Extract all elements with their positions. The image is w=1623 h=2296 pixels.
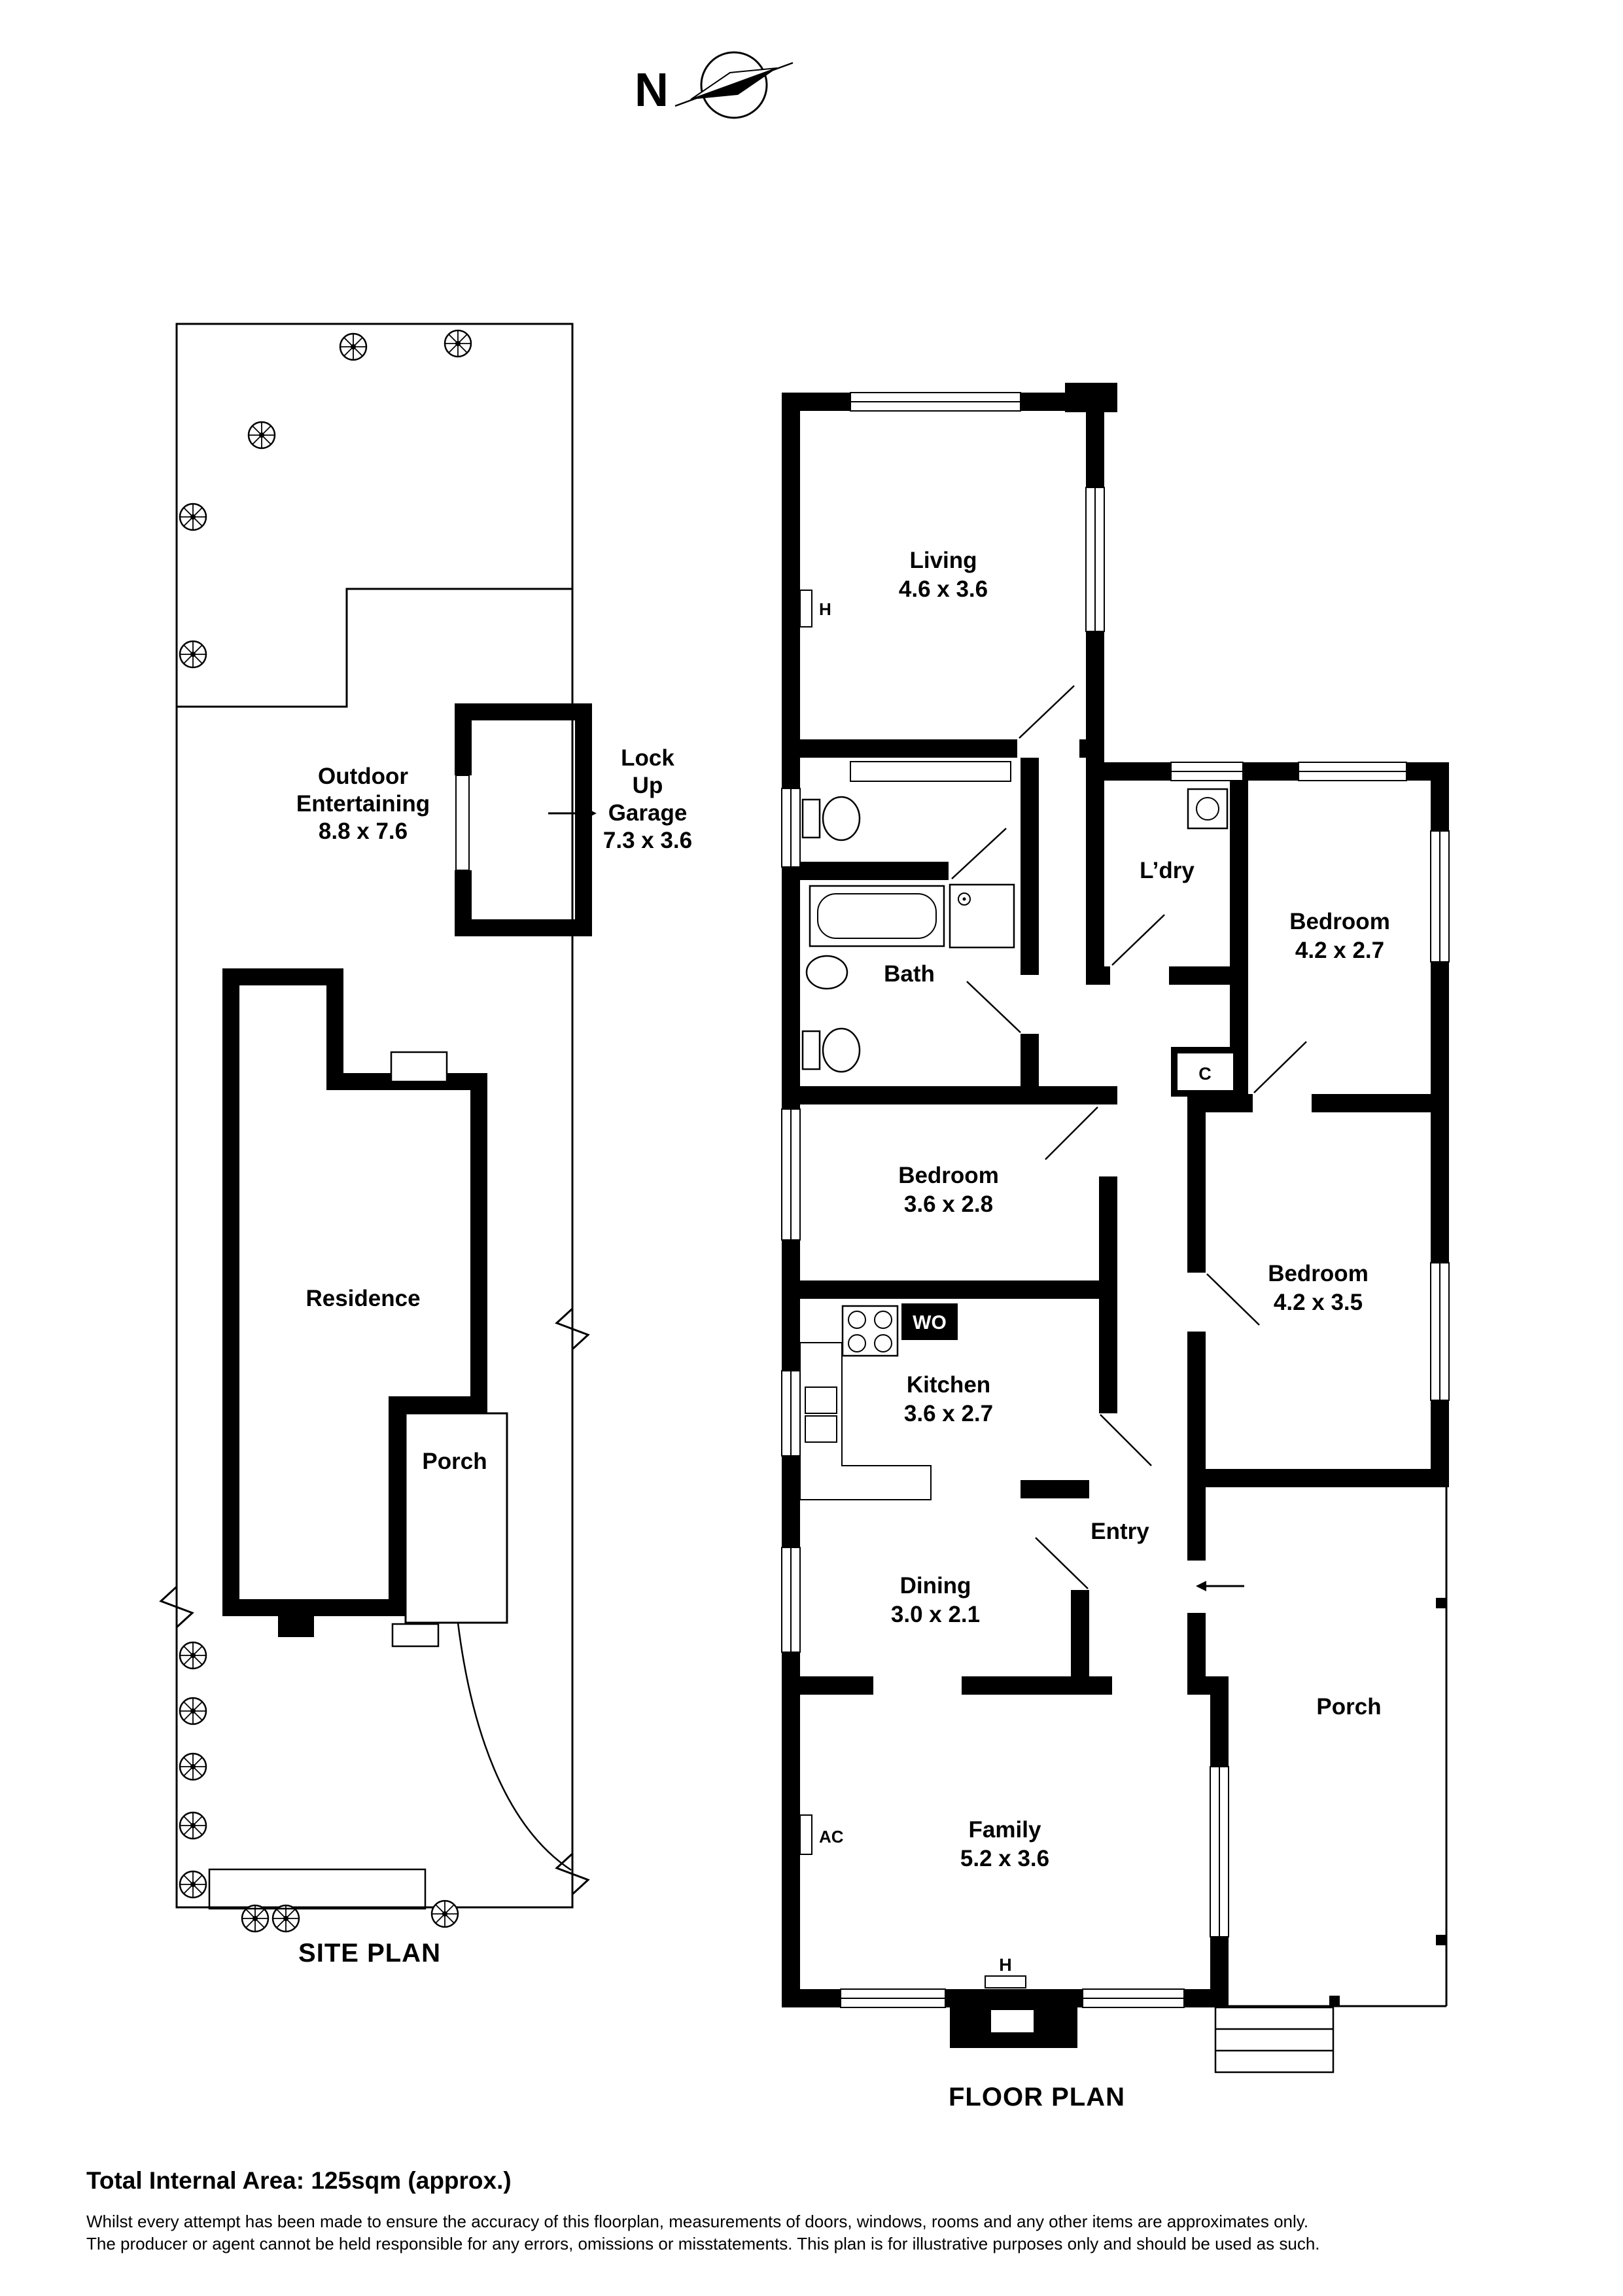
garage-walls [455, 703, 592, 936]
tree-icon [339, 332, 368, 361]
kitchen-label: Kitchen [907, 1372, 990, 1398]
floor-plan-caption: FLOOR PLAN [949, 2083, 1125, 2111]
bathtub-icon [809, 885, 945, 947]
residence-steps [391, 1623, 440, 1648]
front-path [208, 1868, 427, 1910]
wall-oven-label: WO [913, 1312, 947, 1333]
tree-icon [179, 1697, 207, 1725]
north-label: N [635, 64, 669, 116]
compass-rose-icon [674, 51, 794, 119]
family-label: Family [969, 1817, 1041, 1843]
residence [222, 968, 508, 1648]
disclaimer-line1: Whilst every attempt has been made to en… [86, 2212, 1308, 2231]
porch-posts [1329, 1598, 1446, 2006]
boundary-break-marks [159, 1307, 590, 1896]
total-area-text: Total Internal Area: 125sqm (approx.) [86, 2167, 512, 2194]
tree-icon [444, 329, 472, 358]
site-plan-caption: SITE PLAN [298, 1939, 441, 1968]
walls [782, 383, 1449, 2048]
tree-icon [179, 1811, 207, 1840]
tree-icon [247, 421, 276, 450]
residence-bay-window [390, 1051, 448, 1083]
driveway-curve [457, 1622, 572, 1871]
site-porch-label: Porch [422, 1449, 487, 1474]
tree-icon [179, 1641, 207, 1670]
bedroom1-label: Bedroom [1289, 909, 1390, 934]
heater-panel-family: H [985, 1955, 1026, 1988]
tree-icon [179, 640, 207, 669]
ac-panel: AC [799, 1814, 844, 1855]
site-plan: Outdoor Entertaining 8.8 x 7.6 Lock Up G… [159, 323, 692, 1968]
entry-label: Entry [1091, 1519, 1149, 1544]
kitchen-dims: 3.6 x 2.7 [904, 1401, 993, 1426]
compass: N [635, 51, 794, 119]
fireplace-notch [991, 2010, 1034, 2032]
terrace-edge-lines [177, 588, 572, 708]
outdoor-label-line2: Entertaining [296, 791, 430, 817]
ac-label: AC [819, 1827, 844, 1846]
bedroom1-dims: 4.2 x 2.7 [1295, 938, 1384, 963]
living-label: Living [909, 548, 977, 573]
porch-steps [1214, 2006, 1335, 2074]
tree-icon [179, 503, 207, 531]
toilet-icon [801, 1027, 861, 1073]
kitchen-counter [799, 1342, 932, 1500]
garage-label-line3: Garage [608, 800, 688, 826]
footer: Total Internal Area: 125sqm (approx.) Wh… [86, 2167, 1320, 2253]
closet-label: C [1198, 1064, 1212, 1084]
disclaimer-line2: The producer or agent cannot be held res… [86, 2234, 1320, 2253]
heater-living-label: H [819, 599, 831, 619]
kitchen-sink-icon [805, 1386, 837, 1443]
bedroom2-dims: 3.6 x 2.8 [904, 1192, 993, 1217]
outdoor-label-line1: Outdoor [318, 764, 408, 789]
wall-oven: WO [901, 1303, 958, 1340]
garage-door [455, 775, 470, 871]
porch-edge-lines [1229, 1487, 1448, 2007]
family-dims: 5.2 x 3.6 [960, 1846, 1049, 1871]
living-dims: 4.6 x 3.6 [899, 576, 988, 602]
heater-panel-living: H [799, 590, 831, 627]
residence-chimney [278, 1610, 314, 1637]
hall-cupboard [850, 761, 1011, 782]
residence-label: Residence [305, 1286, 420, 1311]
garage [455, 703, 597, 936]
garage-arrow-icon [548, 808, 597, 819]
bedroom2-label: Bedroom [898, 1163, 999, 1188]
dining-dims: 3.0 x 2.1 [891, 1602, 980, 1627]
tree-icon [179, 1870, 207, 1899]
door-leaves [951, 685, 1307, 1589]
laundry-label: L’dry [1140, 858, 1195, 883]
window-mullions [790, 401, 1440, 1999]
residence-porch-outline [404, 1412, 508, 1624]
garage-label-dims: 7.3 x 3.6 [603, 828, 692, 853]
bedroom3-dims: 4.2 x 3.5 [1274, 1290, 1363, 1315]
closet-box [1171, 1047, 1240, 1097]
shower-icon [949, 883, 1015, 949]
tree-icon [179, 1752, 207, 1781]
garage-label-line2: Up [633, 773, 663, 798]
basin-icon [805, 955, 848, 990]
entry-arrow-icon [1196, 1581, 1244, 1591]
residence-outline [222, 968, 487, 1616]
floor-plan: WO H AC H Living 4.6 [781, 383, 1450, 2111]
bedroom3-label: Bedroom [1268, 1261, 1369, 1286]
site-boundary [175, 323, 574, 1909]
heater-family-label: H [999, 1955, 1012, 1975]
stove-icon [841, 1305, 899, 1357]
toilet-icon [801, 796, 861, 841]
garage-label-line1: Lock [621, 745, 674, 771]
bath-label: Bath [884, 961, 935, 987]
tree-icon [430, 1899, 459, 1928]
porch-label: Porch [1316, 1694, 1381, 1720]
laundry-trough-icon [1187, 788, 1229, 830]
dining-label: Dining [900, 1573, 971, 1598]
outdoor-label-dims: 8.8 x 7.6 [319, 819, 408, 844]
